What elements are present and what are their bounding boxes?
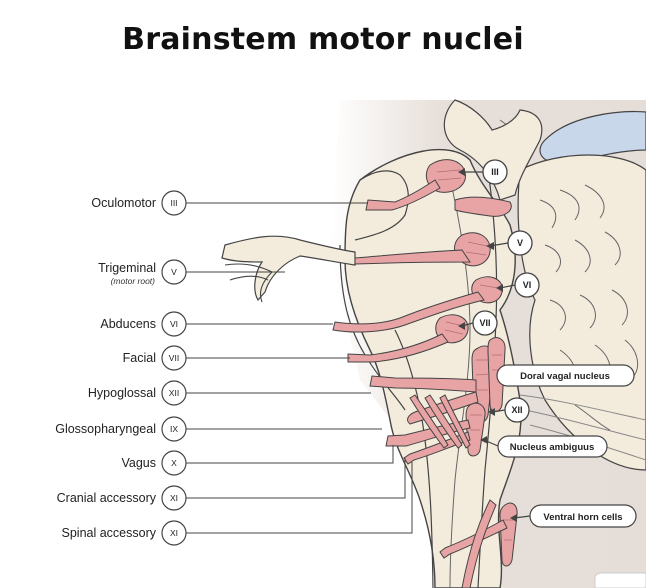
callout-nucleus-ambiguus: Nucleus ambiguus [510,442,594,453]
numeral-cranial-accessory: XI [170,493,178,503]
numeral-facial: VII [169,353,179,363]
marker-v [507,230,533,256]
cerebellum [517,154,646,471]
callout-nucleus-ambiguus-pill [497,435,608,458]
marker-iii [482,159,508,185]
marker-vi-label: VI [523,280,532,290]
corner-tab [594,572,646,588]
label-abducens: Abducens [100,317,156,331]
numeral-abducens: VI [170,319,178,329]
marker-xii [504,397,530,423]
label-glossopharyngeal: Glossopharyngeal [55,422,156,436]
numeral-vagus: X [171,458,177,468]
label-cranial-accessory: Cranial accessory [57,491,157,505]
marker-vi [514,272,540,298]
label-hypoglossal: Hypoglossal [88,386,156,400]
marker-xii-label: XII [511,405,522,415]
label-oculomotor: Oculomotor [91,196,156,210]
marker-vii-label: VII [479,318,490,328]
nucleus-ambiguus [465,402,486,457]
label-circles [161,190,187,546]
trigeminal-root [221,235,356,302]
label-trigeminal: Trigeminal [98,261,156,275]
callout-dorsal-vagal: Doral vagal nucleus [520,371,610,382]
numeral-glossopharyngeal: IX [170,424,178,434]
label-facial: Facial [123,351,156,365]
callout-ventral-horn: Ventral horn cells [543,512,622,523]
numeral-spinal-accessory: XI [170,528,178,538]
midbrain-tectum [443,99,543,201]
marker-iii-label: III [491,167,499,177]
label-trigeminal-sub: (motor root) [111,276,156,286]
label-vagus: Vagus [121,456,156,470]
label-spinal-accessory: Spinal accessory [62,526,157,540]
callout-dorsal-vagal-pill [496,364,635,387]
numeral-trigeminal: V [171,267,177,277]
numeral-hypoglossal: XII [169,388,179,398]
marker-v-label: V [517,238,523,248]
callout-ventral-horn-pill [529,504,637,528]
numeral-oculomotor: III [170,198,177,208]
diagram-title: Brainstem motor nuclei [122,22,524,57]
marker-vii [472,310,498,336]
ventricle [539,111,646,164]
